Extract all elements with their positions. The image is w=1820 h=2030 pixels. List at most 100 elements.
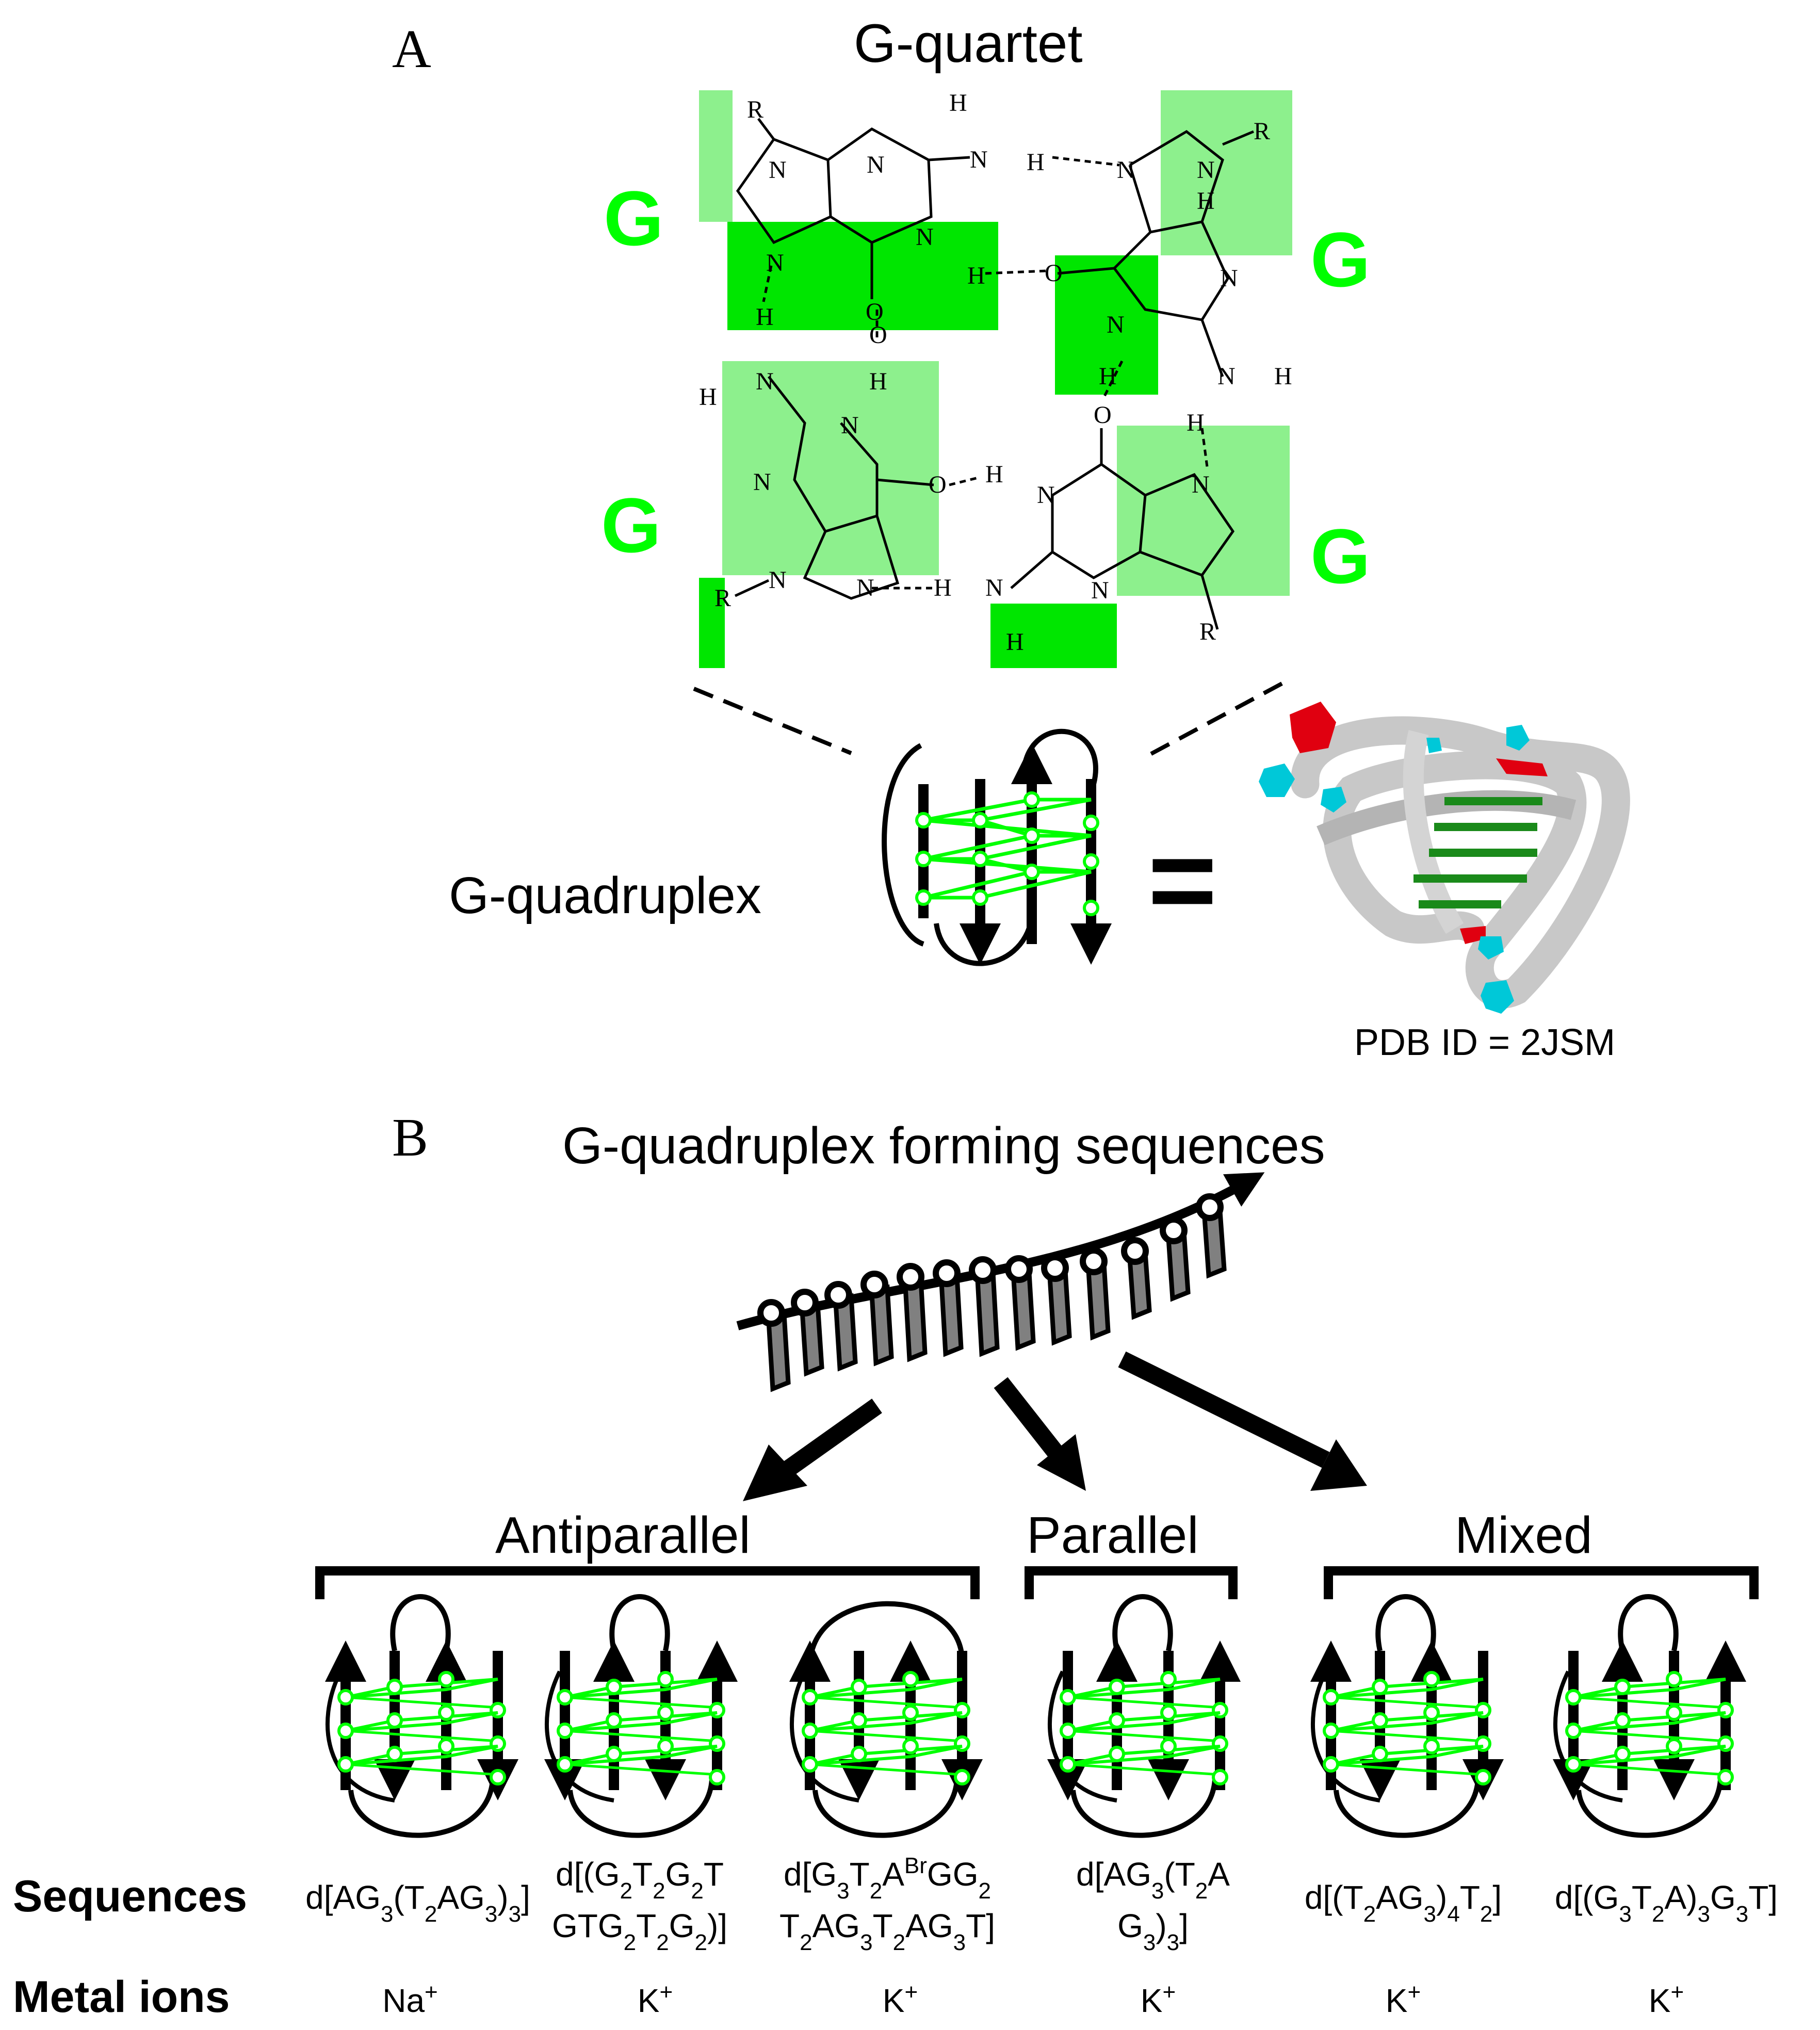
- guanine-letter-bottom-left: G: [601, 482, 661, 569]
- atom-label: H: [1006, 628, 1024, 656]
- topology-3: [789, 1601, 983, 1838]
- sequence-text: GTG2T2G2)]: [552, 1907, 727, 1955]
- zoom-line-left: [693, 687, 852, 755]
- group-label-mixed: Mixed: [1455, 1506, 1593, 1564]
- atom-label: R: [1254, 118, 1270, 145]
- atom-label: N: [769, 156, 787, 184]
- highlight-block: [699, 578, 725, 668]
- atom-label: N: [769, 566, 787, 594]
- panel-a-label: A: [392, 19, 431, 79]
- highlight-block: [1055, 255, 1158, 395]
- atom-label: N: [856, 574, 874, 602]
- atom-label: N: [1037, 481, 1055, 509]
- atom-label: O: [929, 471, 947, 498]
- zoom-line-right: [1142, 681, 1283, 760]
- atom-label: H: [967, 262, 985, 289]
- group-brackets: [315, 1566, 1759, 1599]
- guanine-letter-bottom-right: G: [1310, 513, 1371, 599]
- atom-label: N: [916, 223, 934, 251]
- atom-label: H: [1099, 363, 1117, 390]
- atom-label: N: [1117, 156, 1135, 184]
- equals-sign: =: [1148, 814, 1217, 946]
- sequence-text: d[(G2T2G2T: [556, 1856, 724, 1904]
- topology-schematics: [325, 1594, 1746, 1838]
- atom-label: N: [1107, 311, 1125, 338]
- topology-5: [1310, 1594, 1504, 1838]
- highlight-block: [1117, 426, 1290, 596]
- group-label-antiparallel: Antiparallel: [495, 1506, 751, 1564]
- metal-ion: K+: [638, 1979, 673, 2020]
- atom-label: R: [747, 96, 763, 123]
- atom-label: O: [1045, 259, 1063, 287]
- atom-label: H: [985, 461, 1003, 488]
- highlight-block: [1161, 90, 1292, 255]
- atom-label: O: [1094, 401, 1112, 429]
- highlight-block: [699, 90, 733, 222]
- atom-label: N: [867, 151, 885, 178]
- metal-ion: K+: [883, 1979, 918, 2020]
- panel-b-title: G-quadruplex forming sequences: [562, 1117, 1325, 1175]
- group-label-parallel: Parallel: [1027, 1506, 1199, 1564]
- atom-labels: R N N N H N H N H O H O H N H N N O H N …: [699, 89, 1292, 656]
- metal-ion: K+: [1141, 1979, 1176, 2020]
- atom-label: R: [1199, 618, 1216, 645]
- highlight-block: [722, 361, 939, 575]
- atom-label: H: [1187, 409, 1205, 436]
- atom-label: H: [699, 383, 717, 411]
- metal-ion-labels: Na+ K+ K+ K+ K+ K+: [382, 1979, 1684, 2020]
- atom-label: N: [1091, 577, 1109, 604]
- guanine-letter-top-right: G: [1310, 216, 1371, 303]
- atom-label: O: [869, 321, 887, 349]
- atom-label: N: [1192, 471, 1210, 498]
- topology-1: [325, 1594, 518, 1838]
- atom-label: N: [766, 249, 784, 277]
- pdb-structure-image: [1259, 702, 1630, 1014]
- atom-label: H: [1274, 363, 1292, 390]
- atom-label: N: [756, 368, 774, 395]
- atom-label: N: [841, 412, 859, 439]
- row-label-metal-ions: Metal ions: [13, 1972, 230, 2022]
- atom-label: H: [1027, 149, 1045, 176]
- atom-label: N: [1197, 156, 1215, 184]
- g-quartet-title: G-quartet: [854, 13, 1083, 74]
- bracket-mixed: [1324, 1566, 1759, 1599]
- metal-ion: Na+: [382, 1979, 438, 2020]
- highlight-block: [990, 604, 1117, 668]
- sequence-text: T2AG3T2AG3T]: [779, 1907, 995, 1955]
- sequence-text: d[AG3(T2A: [1076, 1856, 1230, 1904]
- atom-label: H: [869, 368, 887, 395]
- panel-b: B G-quadruplex forming sequences: [13, 1107, 1778, 2022]
- dna-strand: [736, 1172, 1265, 1392]
- g-quadruplex-label: G-quadruplex: [449, 867, 761, 924]
- sequence-text: d[AG3(T2AG3)3]: [305, 1879, 530, 1927]
- topology-6: [1553, 1594, 1746, 1838]
- bracket-parallel: [1025, 1566, 1238, 1599]
- metal-ion: K+: [1386, 1979, 1421, 2020]
- panel-b-label: B: [392, 1107, 428, 1167]
- atom-label: N: [1220, 265, 1238, 292]
- guanine-highlights: [699, 90, 1292, 668]
- sequence-text: d[(T2AG3)4T2]: [1305, 1879, 1502, 1927]
- atom-label: H: [949, 89, 967, 117]
- sequence-text: d[G3T2ABrGG2: [784, 1853, 991, 1904]
- atom-label: H: [756, 303, 774, 331]
- topology-4: [1047, 1594, 1241, 1838]
- bracket-antiparallel: [315, 1566, 980, 1599]
- sequence-text: d[(G3T2A)3G3T]: [1555, 1879, 1778, 1927]
- quadruplex-schematic: [882, 728, 1112, 966]
- sequence-text: G3)3]: [1117, 1907, 1189, 1955]
- atom-label: N: [753, 468, 771, 496]
- atom-label: H: [934, 574, 952, 602]
- atom-label: H: [1197, 187, 1215, 215]
- bond-lines: [734, 118, 1254, 630]
- row-label-sequences: Sequences: [13, 1872, 247, 1921]
- branch-arrows: [743, 1351, 1367, 1501]
- panel-a: A G-quartet G G G G: [392, 13, 1630, 1063]
- atom-label: O: [866, 298, 884, 326]
- guanine-letter-top-left: G: [604, 175, 664, 262]
- atom-label: N: [970, 146, 988, 173]
- hydrogen-bonds: [762, 156, 1209, 590]
- metal-ion: K+: [1649, 1979, 1684, 2020]
